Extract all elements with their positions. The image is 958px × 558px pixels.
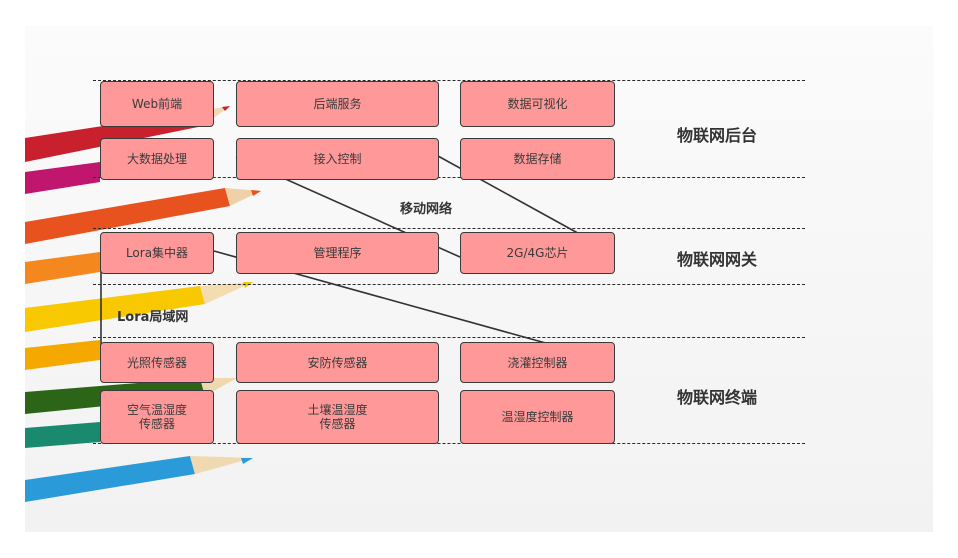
separator-gateway-bottom — [93, 284, 805, 285]
web-frontend-box: Web前端 — [100, 81, 214, 127]
irrigation-controller-box: 浇灌控制器 — [460, 342, 615, 383]
air-sensor-box: 空气温湿度 传感器 — [100, 390, 214, 444]
temp-controller-box: 温湿度控制器 — [460, 390, 615, 444]
blue-pencil — [25, 456, 253, 502]
light-sensor-box: 光照传感器 — [100, 342, 214, 383]
amber-pencil — [25, 340, 100, 370]
lora-network-label: Lora局域网 — [117, 310, 189, 325]
separator-top — [93, 80, 805, 81]
big-data-box: 大数据处理 — [100, 138, 214, 180]
chip-2g4g-box: 2G/4G芯片 — [460, 232, 615, 274]
separator-gateway-top — [93, 228, 805, 229]
lora-concentrator-box: Lora集中器 — [100, 232, 214, 274]
security-sensor-box: 安防传感器 — [236, 342, 439, 383]
teal-pencil — [25, 422, 100, 448]
data-storage-box: 数据存储 — [460, 138, 615, 180]
mobile-network-label: 移动网络 — [400, 202, 453, 217]
slide-canvas: Web前端 后端服务 数据可视化 大数据处理 接入控制 数据存储 Lora集中器… — [25, 26, 933, 532]
data-visualization-box: 数据可视化 — [460, 81, 615, 127]
light-orange-pencil — [25, 252, 100, 284]
separator-bottom — [93, 443, 805, 444]
management-program-box: 管理程序 — [236, 232, 439, 274]
terminal-layer-label: 物联网终端 — [677, 388, 758, 407]
backend-service-box: 后端服务 — [236, 81, 439, 127]
magenta-pencil — [25, 162, 100, 194]
soil-sensor-box: 土壤温湿度 传感器 — [236, 390, 439, 444]
access-control-box: 接入控制 — [236, 138, 439, 180]
backend-layer-label: 物联网后台 — [677, 126, 758, 145]
separator-terminal-top — [93, 337, 805, 338]
gateway-layer-label: 物联网网关 — [677, 250, 758, 269]
colored-pencils-decoration — [25, 106, 261, 502]
